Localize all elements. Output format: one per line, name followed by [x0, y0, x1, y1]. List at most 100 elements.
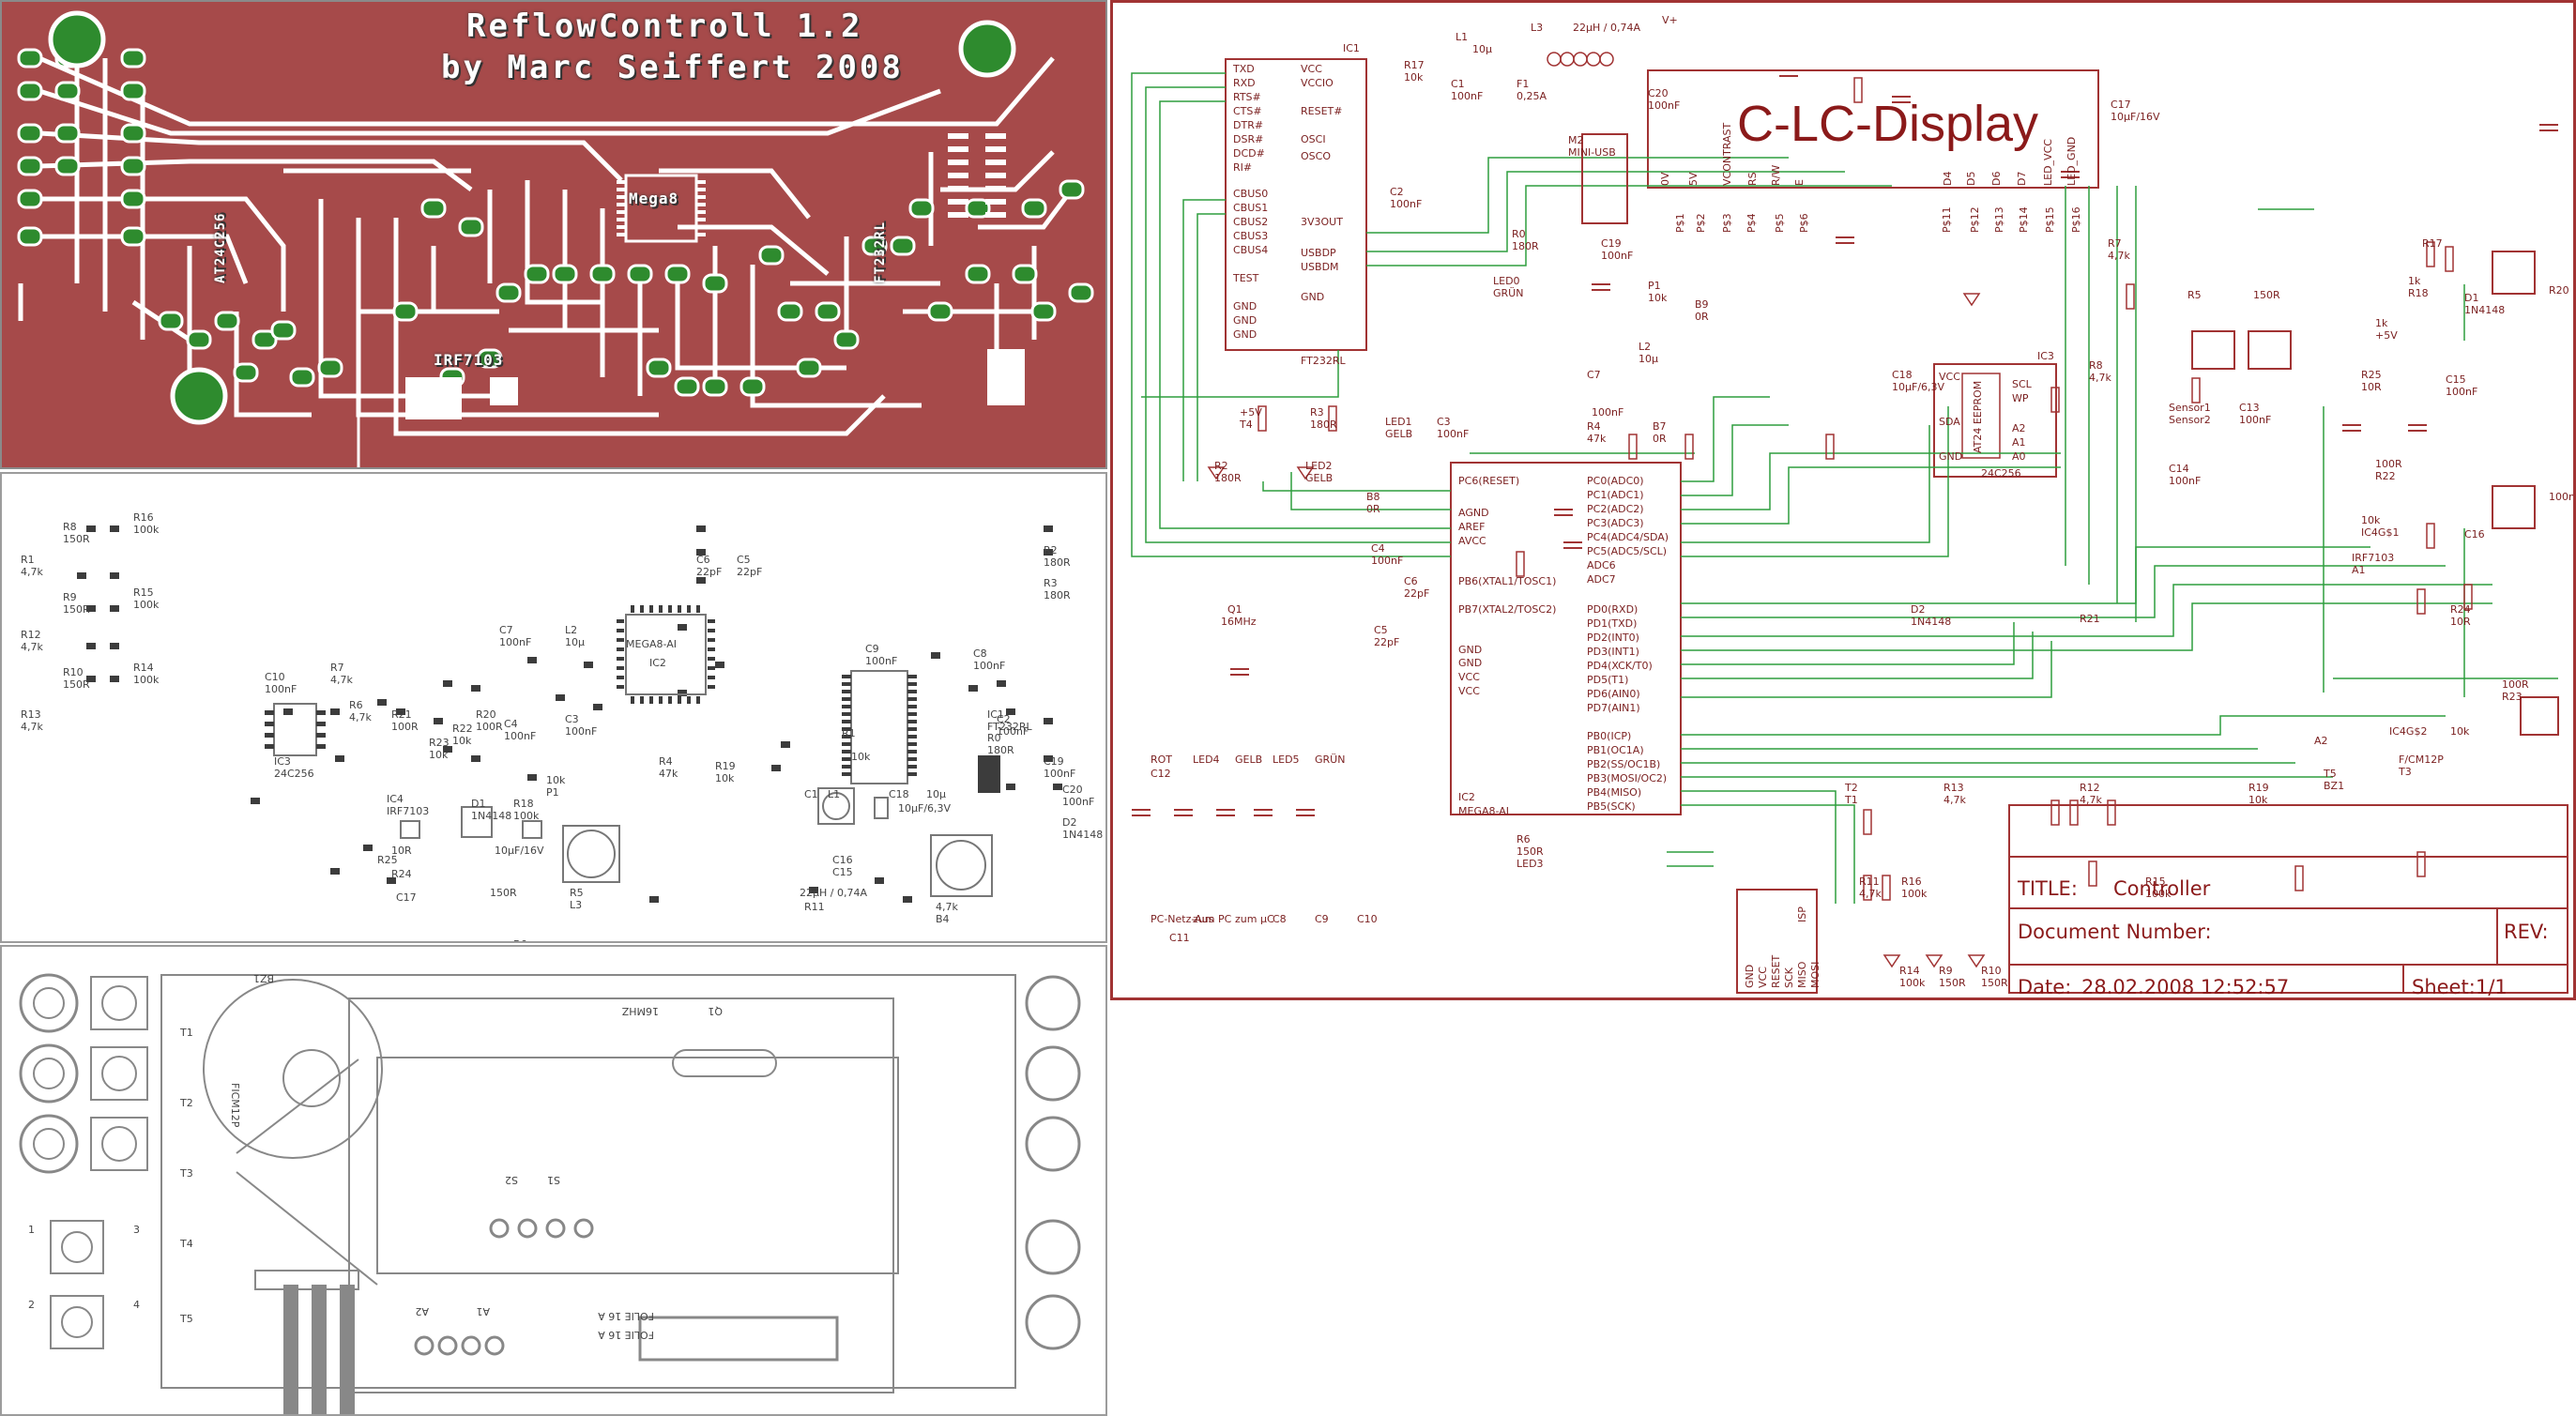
sch-resistor-7	[2191, 377, 2201, 403]
sch-ic1-pin-18: VCCIO	[1301, 77, 1334, 89]
sch-connector-0	[2492, 251, 2536, 295]
sch-resistor-19	[1882, 875, 1891, 901]
sch-led-2	[1296, 466, 1315, 480]
bottom-header-a-1	[437, 1335, 458, 1356]
placement-label-27: 100nF	[499, 636, 532, 648]
place-mega8-pin-b7	[696, 696, 700, 704]
sch-component-22: MINI-USB	[1568, 146, 1616, 159]
sch-resistor-20	[2088, 860, 2097, 887]
pcb-pad-28	[552, 264, 578, 284]
sch-component-127: R6	[1517, 833, 1531, 845]
sch-component-11: R17	[1404, 59, 1425, 71]
placement-label-1: 100k	[133, 524, 160, 536]
pcb-top-layer: ReflowControll 1.2 by Marc Seiffert 2008…	[0, 0, 1107, 469]
placement-label-83: L1	[828, 788, 841, 800]
bottom-header-a-0	[414, 1335, 434, 1356]
place-mega8-pin-t6	[687, 605, 691, 613]
sch-component-131: LED4	[1193, 754, 1220, 766]
place-smd-26	[377, 699, 387, 706]
pcb-trace-17	[678, 224, 830, 276]
sch-led-0	[1962, 293, 1981, 307]
pcb-trace-30	[675, 283, 846, 371]
sch-component-99: R23	[2502, 691, 2523, 703]
pcb-pad-34	[420, 198, 447, 219]
placement-label-4: R1	[21, 554, 35, 566]
sch-wire-17	[1681, 602, 2492, 651]
sch-ic1-pin-6: DCD#	[1233, 147, 1265, 160]
sch-component-5: C1	[1451, 78, 1465, 90]
pcb-mega8-pin-r6	[696, 225, 706, 229]
sch-component-125: R10	[1981, 965, 2002, 977]
pcb-pad-38	[702, 376, 728, 397]
sch-isp-pin-0: GND	[1744, 964, 1756, 988]
bottom-switch-knob-1	[101, 1056, 137, 1091]
pcb-pad-25	[477, 348, 503, 369]
pcb-trace-13	[525, 180, 602, 305]
placement-label-12: R14	[133, 662, 154, 674]
bottom-label-5: S2	[505, 1174, 518, 1186]
place-smd-41	[330, 868, 340, 875]
sch-component-79: 10R	[2361, 381, 2382, 393]
placement-label-70: C20	[1062, 784, 1083, 796]
pcb-pad-2	[17, 123, 43, 144]
sch-component-52: 100nF	[1371, 555, 1404, 567]
placement-label-78: R18	[513, 798, 534, 810]
sch-component-25: B9	[1695, 298, 1709, 311]
place-ic3-pin-r1	[316, 722, 326, 726]
sch-component-57: Q1	[1227, 603, 1242, 616]
place-smd-48	[649, 896, 659, 903]
sch-component-130: ROT	[1151, 754, 1173, 766]
bottom-bigbutton-inner-0	[33, 987, 65, 1019]
sch-component-43: C3	[1437, 416, 1451, 428]
place-smd-23	[443, 746, 452, 753]
bottom-switch-1	[90, 1046, 148, 1101]
sch-ic1-pin-23: USBDP	[1301, 247, 1336, 259]
pcb-trace-3	[38, 159, 473, 191]
place-mega8-pin-l2	[617, 638, 624, 642]
sch-resistor-9	[2426, 241, 2435, 267]
placement-label-6: R15	[133, 586, 154, 599]
sch-component-29: L2	[1639, 341, 1652, 353]
pcb-ft232-pad-10	[948, 199, 968, 205]
bottom-label-4: S1	[547, 1174, 560, 1186]
pcb-mega8-pin-l6	[617, 225, 626, 229]
sch-lcd-pin-6: D4	[1942, 171, 1954, 186]
sch-ic2-pin-12: PC2(ADC2)	[1587, 503, 1644, 515]
sch-coil-3	[1586, 52, 1601, 67]
bottom-sensor-lead-2	[340, 1285, 355, 1414]
bottom-label-16: 2	[28, 1299, 35, 1311]
place-c18	[874, 797, 889, 819]
sch-net-7: P$12	[1969, 206, 1981, 233]
sch-component-65: R5	[2187, 289, 2202, 301]
pcb-pad-43	[965, 264, 991, 284]
pcb-pad-0	[17, 48, 43, 69]
pcb-pad-48	[1021, 198, 1047, 219]
sch-ic1-pin-11: CBUS3	[1233, 230, 1269, 242]
place-smd-28	[443, 680, 452, 687]
pcb-trace-22	[978, 188, 1074, 230]
place-ft232-pin-l13	[842, 772, 851, 776]
pcb-pad-50	[908, 198, 935, 219]
sch-ic2-pin-4: PB6(XTAL1/TOSC1)	[1458, 575, 1557, 587]
placement-label-49: 10k	[452, 735, 472, 747]
pcb-pad-22	[270, 320, 297, 341]
pcb-pad-32	[702, 273, 728, 294]
place-smd-35	[931, 652, 940, 659]
mounting-hole-2	[170, 367, 228, 425]
bottom-buzzer-inner	[282, 1049, 341, 1107]
pcb-pad-14	[120, 189, 146, 209]
pcb-pad-46	[1068, 282, 1094, 303]
place-ft232-pin-l10	[842, 750, 851, 754]
sch-component-28: 10µF/16V	[2111, 111, 2160, 123]
sch-ic1-pin-16: GND	[1233, 328, 1258, 341]
pcb-pad-27	[524, 264, 550, 284]
display-title: C-LC-Display	[1737, 96, 2039, 152]
place-ft232-pin-r12	[907, 765, 917, 769]
sch-ic3-name: IC3	[2037, 350, 2054, 362]
placement-label-26: C7	[499, 624, 513, 636]
pcb-pad-7	[54, 81, 81, 101]
place-smd-22	[434, 718, 443, 724]
place-smd-21	[593, 704, 602, 710]
sch-component-17: LED0	[1493, 275, 1520, 287]
sheet-label: Sheet:	[2412, 976, 2476, 998]
